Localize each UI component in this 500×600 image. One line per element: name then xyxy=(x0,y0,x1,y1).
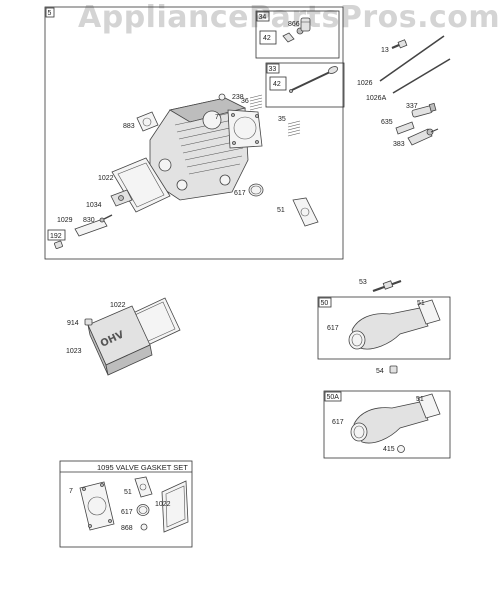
pipe-50a-tag xyxy=(324,391,342,402)
callout-51-50: 51 xyxy=(417,300,425,307)
cylinder-head-assembly: 5 34 42 866 33 42 xyxy=(44,6,345,260)
callout-883: 883 xyxy=(123,123,135,130)
spark-plug-337-icon xyxy=(411,102,437,118)
screw-830-icon xyxy=(99,214,113,223)
callout-337: 337 xyxy=(406,103,418,110)
callout-36: 36 xyxy=(241,98,249,105)
exhaust-pipe-50-icon xyxy=(348,299,441,350)
set-washer-868-icon xyxy=(140,523,148,531)
part-192-tag xyxy=(47,229,66,241)
valve-gasket-set: 1095 VALVE GASKET SET 7 51 617 1022 8 xyxy=(59,460,193,548)
callout-1034: 1034 xyxy=(86,202,102,209)
head-gasket-icon xyxy=(227,109,263,149)
callout-617-set: 617 xyxy=(121,509,133,516)
intake-gasket-883-icon xyxy=(136,111,159,132)
callout-238: 238 xyxy=(232,94,244,101)
head-frame xyxy=(44,6,344,260)
gasket-set-box xyxy=(59,460,193,548)
callout-51-50a: 51 xyxy=(416,396,424,403)
callout-51: 51 xyxy=(277,207,285,214)
callout-635: 635 xyxy=(381,119,393,126)
callout-1029: 1029 xyxy=(57,217,73,224)
pipe-50-box xyxy=(317,296,451,360)
pipe-50a-assembly: 50A 617 51 415 xyxy=(323,390,451,459)
valve-cover-assembly: OHV 914 1022 1023 xyxy=(66,297,181,376)
set-exhaust-gasket-icon xyxy=(134,476,153,498)
callout-1022b: 1022 xyxy=(110,302,126,309)
pipe-50-tag xyxy=(318,297,332,308)
fuel-pipe-635-icon xyxy=(395,121,415,135)
valve-cap-icon xyxy=(300,17,311,32)
callout-192: 192 xyxy=(50,233,62,240)
valve-kit-34-tag xyxy=(256,11,270,22)
callout-914: 914 xyxy=(67,320,79,327)
bolt-54-icon xyxy=(389,365,398,374)
valve-icon xyxy=(289,66,339,93)
set-cover-gasket-icon xyxy=(161,480,189,533)
callout-53: 53 xyxy=(359,279,367,286)
callout-617: 617 xyxy=(234,190,246,197)
callout-830: 830 xyxy=(83,217,95,224)
callout-1026: 1026 xyxy=(357,80,373,87)
callout-7-set: 7 xyxy=(69,488,73,495)
head-frame-label: 5 xyxy=(48,10,52,17)
valve-spring-35-icon xyxy=(287,120,301,137)
head-frame-tag xyxy=(45,7,55,18)
callout-1022: 1022 xyxy=(98,175,114,182)
callout-868: 868 xyxy=(121,525,133,532)
stud-13-icon xyxy=(391,39,408,50)
stud-53-icon xyxy=(372,279,402,293)
right-loose-parts: 13 1026 1026A 337 635 383 xyxy=(357,35,451,148)
callout-1022-set: 1022 xyxy=(155,501,171,508)
bolt-914-icon xyxy=(84,318,93,326)
valve-kit-33-box xyxy=(265,62,345,108)
valve-kit-33-inner-box xyxy=(269,76,287,91)
valve-kit-34-inner-label: 42 xyxy=(263,35,271,42)
callout-617-50a: 617 xyxy=(332,419,344,426)
bolt-192-icon xyxy=(54,240,63,249)
exhaust-gasket-51-icon xyxy=(292,197,319,227)
washer-415-icon xyxy=(397,445,405,453)
gasket-set-title: 1095 VALVE GASKET SET xyxy=(97,463,188,472)
pipe-50-assembly: 50 617 51 xyxy=(317,296,451,360)
o-ring-617-icon xyxy=(248,183,264,197)
pipe-50a-box xyxy=(323,390,451,459)
valve-cover-icon: OHV xyxy=(87,305,153,376)
valve-kit-34-label: 34 xyxy=(259,14,267,21)
cylinder-head-icon xyxy=(149,97,249,201)
callout-1023: 1023 xyxy=(66,348,82,355)
pipe-50a-label: 50A xyxy=(327,394,340,401)
callout-7: 7 xyxy=(215,114,219,121)
valve-kit-34-box xyxy=(255,10,340,59)
callout-54: 54 xyxy=(376,368,384,375)
valve-spring-keeper-icon xyxy=(282,27,304,43)
callout-51-set: 51 xyxy=(124,489,132,496)
set-head-gasket-icon xyxy=(79,481,115,531)
valve-spring-36-icon xyxy=(249,94,263,111)
valve-kit-33-label: 33 xyxy=(269,66,277,73)
valve-kit-34-inner-box xyxy=(259,30,277,45)
watermark-text: AppliancePartsPros.com xyxy=(78,0,500,35)
exhaust-pipe-50a-icon xyxy=(350,393,441,444)
valve-kit-33-inner-label: 42 xyxy=(273,81,281,88)
callout-617-50: 617 xyxy=(327,325,339,332)
callout-13: 13 xyxy=(381,47,389,54)
callout-866: 866 xyxy=(288,21,300,28)
washer-238-icon xyxy=(218,93,226,101)
callout-383: 383 xyxy=(393,141,405,148)
set-o-ring-icon xyxy=(136,504,150,516)
push-rod-1026-icon xyxy=(379,35,445,82)
push-rod-1026a-icon xyxy=(392,58,451,94)
valve-kit-33-tag xyxy=(266,63,280,74)
breather-plate-icon xyxy=(110,189,133,207)
pipe-50-label: 50 xyxy=(321,300,329,307)
breather-gasket-icon xyxy=(74,218,108,237)
callout-35: 35 xyxy=(278,116,286,123)
spark-plug-383-icon xyxy=(407,128,439,146)
callout-415: 415 xyxy=(383,446,395,453)
callout-1026a: 1026A xyxy=(366,95,387,102)
